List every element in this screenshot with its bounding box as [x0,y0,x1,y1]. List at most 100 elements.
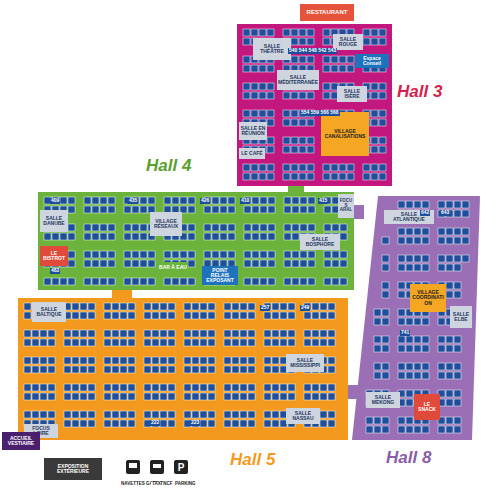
stand [240,420,247,427]
stand [328,420,335,427]
restaurant-box: RESTAURANT [300,4,354,21]
hall-name: Hall 3 [397,82,442,102]
stand [398,228,405,235]
stand [24,312,31,319]
stand [120,366,127,373]
stand [398,201,405,208]
stand [320,330,327,337]
stand [283,164,290,171]
stand [140,233,147,240]
stand [124,206,131,213]
stand [438,237,445,244]
stand [288,312,295,319]
stand [168,384,175,391]
stand [462,237,469,244]
stand [398,309,405,316]
stand [180,278,187,285]
stand [224,420,231,427]
stand [406,417,413,424]
stand [48,339,55,346]
stand [382,264,389,271]
stand [272,411,279,418]
room-name: VILLAGE RÉSEAUX [151,219,181,230]
stand [264,393,271,400]
stand [328,384,335,391]
stand [438,345,445,352]
stand [462,228,469,235]
stand [168,420,175,427]
stand [132,251,139,258]
stand [300,206,307,213]
stand [224,411,231,418]
stand [331,173,338,180]
room-name: SALLE MISSISSIPPI [287,358,323,369]
stand [104,420,111,427]
stand [104,384,111,391]
stand [323,56,330,63]
room-name: VILLAGE CANALISATIONS [322,129,368,140]
stand [24,330,31,337]
stand [160,357,167,364]
stand [52,278,59,285]
stand [284,197,291,204]
stand [72,330,79,337]
stand [288,339,295,346]
stand [347,56,354,63]
stand [422,363,429,370]
stand [120,339,127,346]
stand [240,411,247,418]
stand [108,251,115,258]
stand [284,260,291,267]
stand [200,384,207,391]
stand [212,224,219,231]
stand [339,56,346,63]
stand [283,92,290,99]
stand [208,411,215,418]
stand [414,237,421,244]
stand [100,224,107,231]
room-box: SALLE MISSISSIPPI [286,354,324,372]
stand [272,420,279,427]
stand [260,251,267,258]
stand [406,363,413,370]
stand [259,110,266,117]
stand [212,206,219,213]
stand [374,309,381,316]
stand [446,399,453,406]
stand [324,224,331,231]
stand [240,339,247,346]
room-box: SALLE DANUBE [40,210,68,232]
stand [60,278,67,285]
stand [248,384,255,391]
stand [88,339,95,346]
stand [240,366,247,373]
stand [208,303,215,310]
stand [232,357,239,364]
stand [232,384,239,391]
stand [382,282,389,289]
stand [160,312,167,319]
stand [124,260,131,267]
stand [406,201,413,208]
stand [304,330,311,337]
stand [454,210,461,217]
stand [152,411,159,418]
stand [44,278,51,285]
stand [291,146,298,153]
stand [340,278,347,285]
stand [80,384,87,391]
stand [48,330,55,337]
stand [192,303,199,310]
stand [252,260,259,267]
stand [446,372,453,379]
stand [251,164,258,171]
stand [144,366,151,373]
bistro-box: LE BISTROT [40,246,68,266]
stand [84,206,91,213]
stand [243,173,250,180]
focus-box: FOCUS ARAL [338,194,354,218]
stand [88,384,95,391]
stand [112,420,119,427]
stand [144,312,151,319]
